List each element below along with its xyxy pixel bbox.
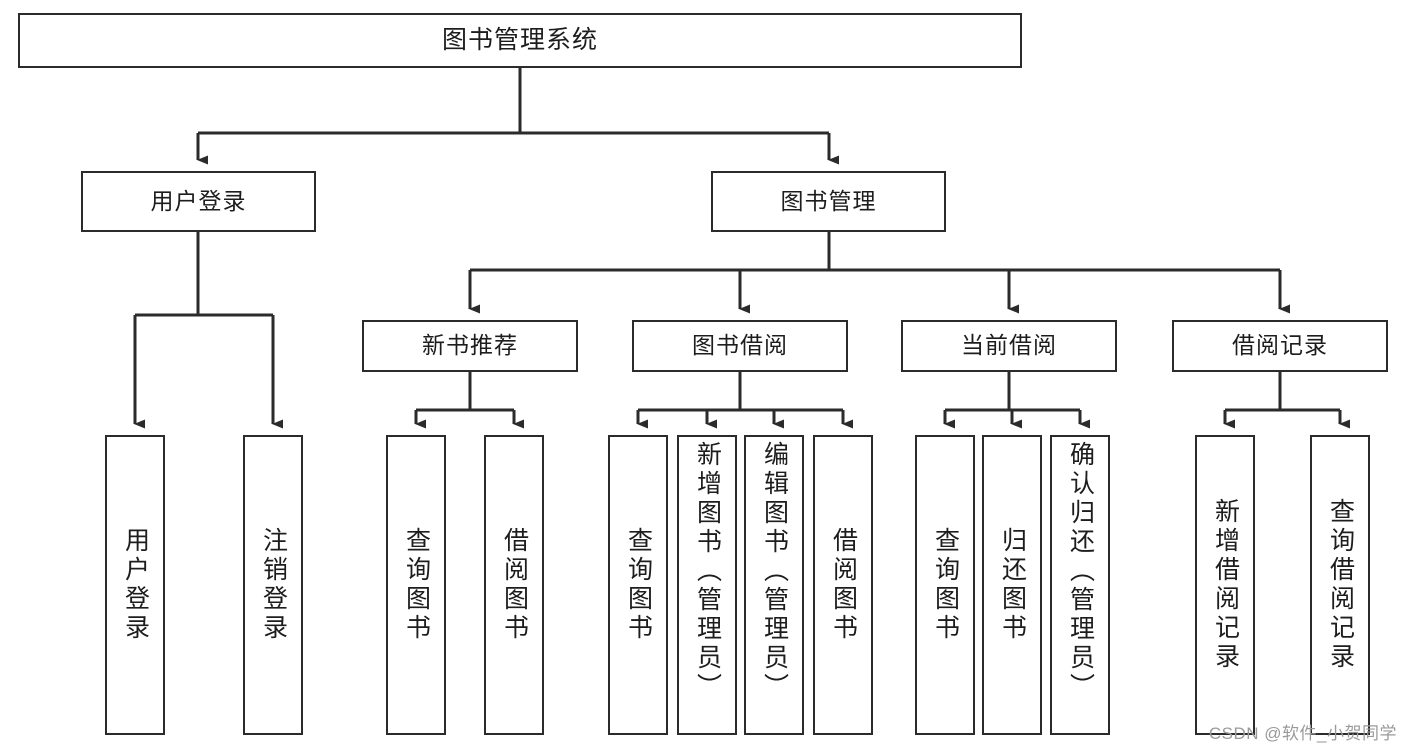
node-borrow-record[interactable]: 借阅记录 bbox=[1172, 320, 1388, 372]
leaf-user-login[interactable]: 用户登录 bbox=[105, 435, 165, 735]
node-label: 查询图书 bbox=[402, 527, 431, 643]
node-label: 确认归还（管理员） bbox=[1066, 441, 1095, 702]
leaf-borrow-book[interactable]: 借阅图书 bbox=[813, 435, 873, 735]
node-label: 用户登录 bbox=[150, 187, 247, 214]
leaf-add-borrow-record[interactable]: 新增借阅记录 bbox=[1195, 435, 1255, 735]
csdn-watermark: CSDN @软件_小贺同学 bbox=[1208, 724, 1397, 743]
node-label: 借阅图书 bbox=[829, 527, 858, 643]
node-label: 用户登录 bbox=[121, 527, 150, 643]
node-label: 新增借阅记录 bbox=[1211, 498, 1240, 672]
node-label: 查询图书 bbox=[931, 527, 960, 643]
node-label: 图书管理系统 bbox=[441, 25, 598, 54]
node-label: 查询借阅记录 bbox=[1326, 498, 1355, 672]
node-root-system[interactable]: 图书管理系统 bbox=[18, 13, 1022, 68]
node-label: 新书推荐 bbox=[422, 332, 518, 359]
node-label: 借阅图书 bbox=[500, 527, 529, 643]
leaf-return-book[interactable]: 归还图书 bbox=[982, 435, 1042, 735]
node-user-login[interactable]: 用户登录 bbox=[81, 171, 316, 232]
node-label: 借阅记录 bbox=[1232, 332, 1328, 359]
leaf-edit-book-admin[interactable]: 编辑图书（管理员） bbox=[744, 435, 804, 735]
leaf-logout-login[interactable]: 注销登录 bbox=[243, 435, 303, 735]
node-label: 当前借阅 bbox=[961, 332, 1057, 359]
leaf-query-book-borrow[interactable]: 查询图书 bbox=[608, 435, 668, 735]
node-label: 归还图书 bbox=[998, 527, 1027, 643]
leaf-query-book-new[interactable]: 查询图书 bbox=[386, 435, 446, 735]
leaf-query-borrow-record[interactable]: 查询借阅记录 bbox=[1310, 435, 1370, 735]
node-label: 查询图书 bbox=[624, 527, 653, 643]
node-label: 编辑图书（管理员） bbox=[760, 441, 789, 702]
node-label: 图书管理 bbox=[780, 187, 877, 214]
leaf-borrow-book-new[interactable]: 借阅图书 bbox=[484, 435, 544, 735]
node-new-book-recommend[interactable]: 新书推荐 bbox=[362, 320, 578, 372]
node-book-borrow[interactable]: 图书借阅 bbox=[632, 320, 848, 372]
leaf-add-book-admin[interactable]: 新增图书（管理员） bbox=[677, 435, 737, 735]
leaf-query-book-current[interactable]: 查询图书 bbox=[915, 435, 975, 735]
node-current-borrow[interactable]: 当前借阅 bbox=[901, 320, 1117, 372]
leaf-confirm-return-admin[interactable]: 确认归还（管理员） bbox=[1050, 435, 1110, 735]
node-label: 图书借阅 bbox=[692, 332, 788, 359]
node-label: 注销登录 bbox=[259, 527, 288, 643]
node-book-management[interactable]: 图书管理 bbox=[711, 171, 946, 232]
node-label: 新增图书（管理员） bbox=[693, 441, 722, 702]
